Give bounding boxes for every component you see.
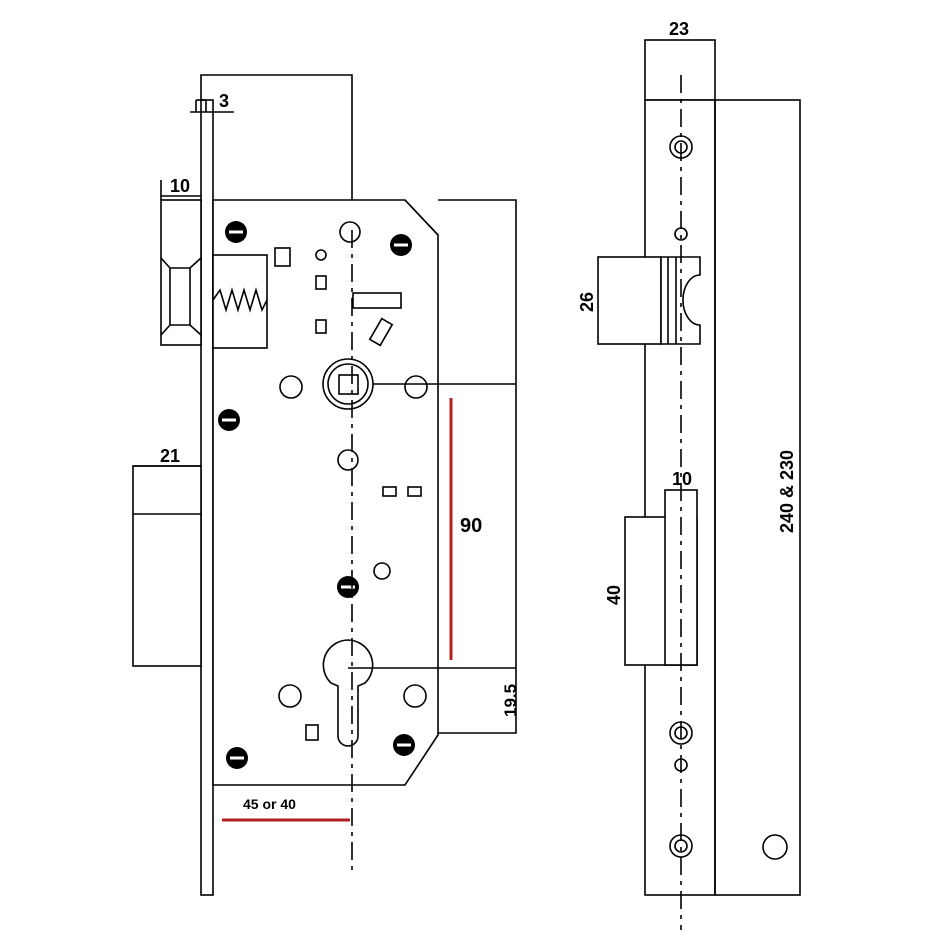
euro-cylinder-keyhole-icon <box>322 639 374 747</box>
faceplate-thickness-label: 3 <box>219 91 229 111</box>
strike-plate <box>714 99 801 896</box>
latch-head-front: 26 <box>577 256 701 345</box>
spring-icon <box>212 254 268 349</box>
case-side-plate <box>438 199 517 734</box>
latch-depth-label: 10 <box>170 176 190 196</box>
deadbolt-throw-label: 21 <box>160 446 180 466</box>
faceplate-thickness-dimension: 3 <box>190 91 234 113</box>
faceplate-top-extension <box>200 74 353 230</box>
faceplate-width-label: 23 <box>669 19 689 39</box>
faceplate-front-view: 23 26 10 40 <box>577 19 801 930</box>
spindle-hub <box>322 358 516 410</box>
faceplate <box>200 99 214 896</box>
center-distance-label: 90 <box>460 515 482 537</box>
latch-height-label: 26 <box>577 292 597 312</box>
deadbolt: 21 <box>132 446 202 667</box>
lock-body-side-view: 3 10 21 <box>132 74 520 896</box>
bolt-height-label: 40 <box>604 585 624 605</box>
backset-label: 45 or 40 <box>243 796 296 812</box>
case-slots <box>274 247 422 741</box>
strike-hole <box>762 834 788 860</box>
faceplate-length-label: 240 & 230 <box>777 450 797 533</box>
screw-head-icon <box>218 221 415 769</box>
cylinder-offset-label: 19.5 <box>501 684 520 717</box>
strike-depth-label: 10 <box>672 469 692 489</box>
mounting-hole-icon <box>278 221 428 708</box>
latch-bolt: 10 <box>160 176 202 346</box>
